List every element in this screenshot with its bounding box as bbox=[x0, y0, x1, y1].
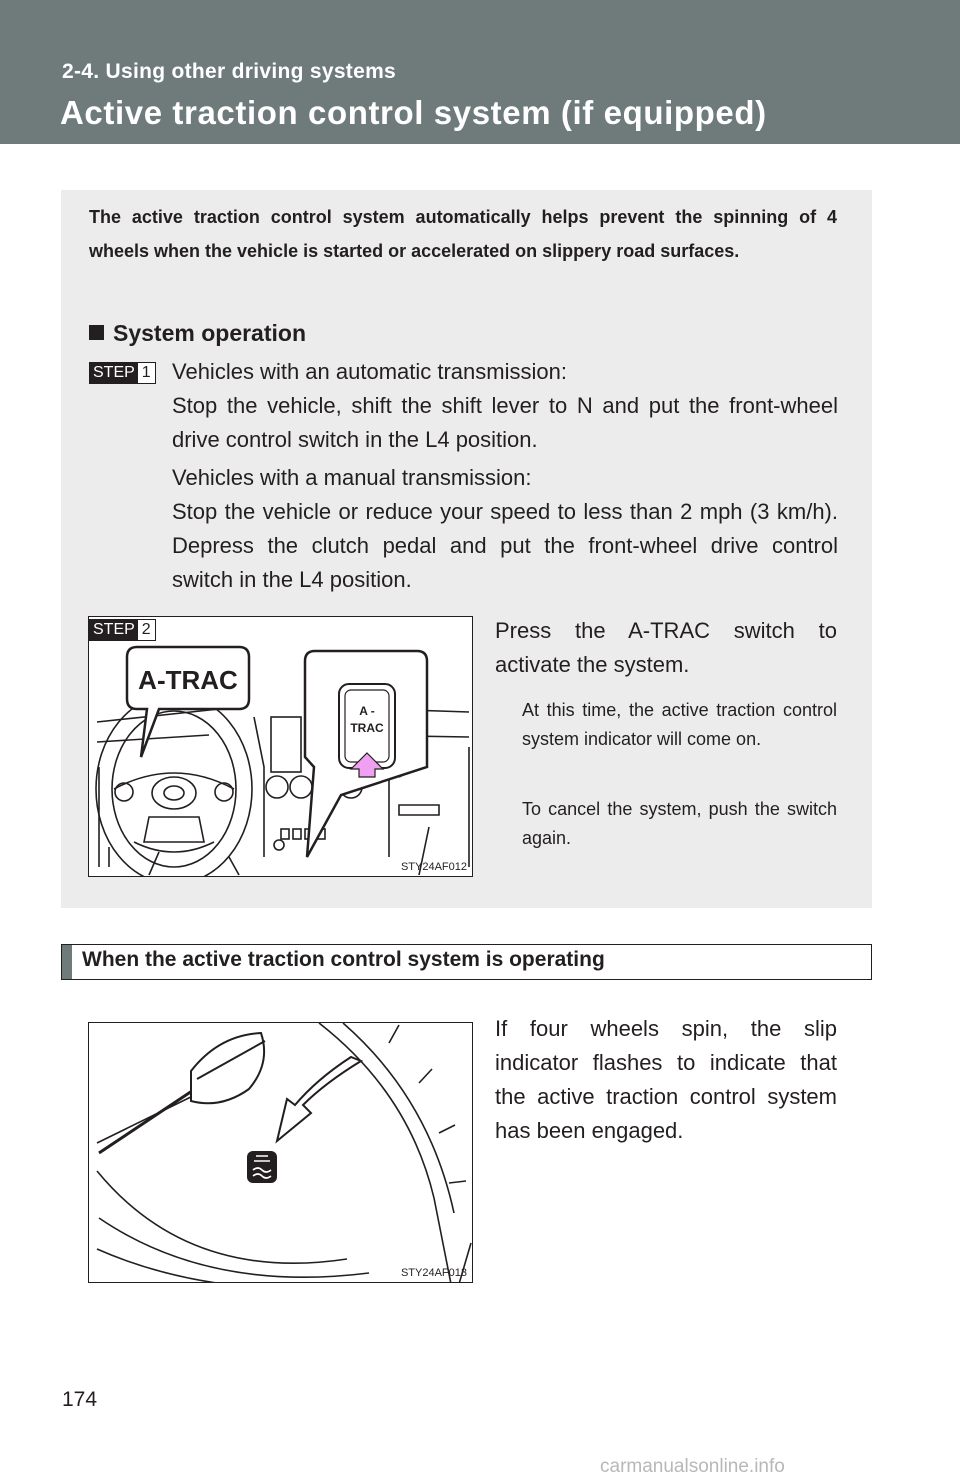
a-trac-switch-illustration: A-TRAC A - TRAC STY24AF012 bbox=[88, 616, 473, 877]
step-2-note-indicator: At this time, the active traction contro… bbox=[522, 700, 837, 749]
step-1-manual-label: Vehicles with a manual transmission: bbox=[172, 465, 532, 490]
figure-code-2: STY24AF013 bbox=[400, 1267, 467, 1279]
figure-code-1: STY24AF012 bbox=[400, 861, 467, 873]
step-1-manual-text: Stop the vehicle or reduce your speed to… bbox=[172, 499, 838, 592]
page-number: 174 bbox=[62, 1388, 98, 1411]
switch-label-line1: A - bbox=[359, 704, 375, 718]
operating-heading: When the active traction control system … bbox=[82, 948, 605, 971]
step-2-text: Press the A-TRAC switch to activate the … bbox=[495, 618, 837, 677]
heading-accent-bar bbox=[62, 945, 72, 979]
step-2-number: 2 bbox=[141, 621, 151, 638]
slip-indicator-illustration: STY24AF013 bbox=[88, 1022, 473, 1283]
page-title: Active traction control system (if equip… bbox=[60, 94, 767, 131]
gauge-drawing bbox=[96, 1023, 472, 1282]
section-label: 2-4. Using other driving systems bbox=[62, 60, 397, 83]
step-2-note-cancel: To cancel the system, push the switch ag… bbox=[522, 799, 837, 848]
operating-heading-box: When the active traction control system … bbox=[61, 944, 872, 980]
step-2-word: STEP bbox=[90, 620, 138, 640]
system-operation-heading: System operation bbox=[89, 316, 306, 350]
system-operation-label: System operation bbox=[113, 320, 306, 346]
step-1-auto-label: Vehicles with an automatic transmission: bbox=[172, 359, 567, 384]
operating-text: If four wheels spin, the slip indicator … bbox=[495, 1016, 837, 1143]
intro-paragraph: The active traction control system autom… bbox=[89, 207, 837, 261]
step-1-number: 1 bbox=[141, 364, 151, 381]
square-bullet-icon bbox=[89, 325, 104, 340]
step-1-auto-text: Stop the vehicle, shift the shift lever … bbox=[172, 393, 838, 452]
watermark: carmanualsonline.info bbox=[600, 1456, 785, 1477]
a-trac-callout-label: A-TRAC bbox=[138, 665, 238, 695]
switch-label-line2: TRAC bbox=[350, 721, 384, 735]
step-1-word: STEP bbox=[90, 363, 138, 383]
dashboard-drawing: A-TRAC A - TRAC bbox=[95, 645, 470, 876]
press-arrow-icon bbox=[349, 752, 385, 778]
page-header bbox=[0, 0, 960, 144]
